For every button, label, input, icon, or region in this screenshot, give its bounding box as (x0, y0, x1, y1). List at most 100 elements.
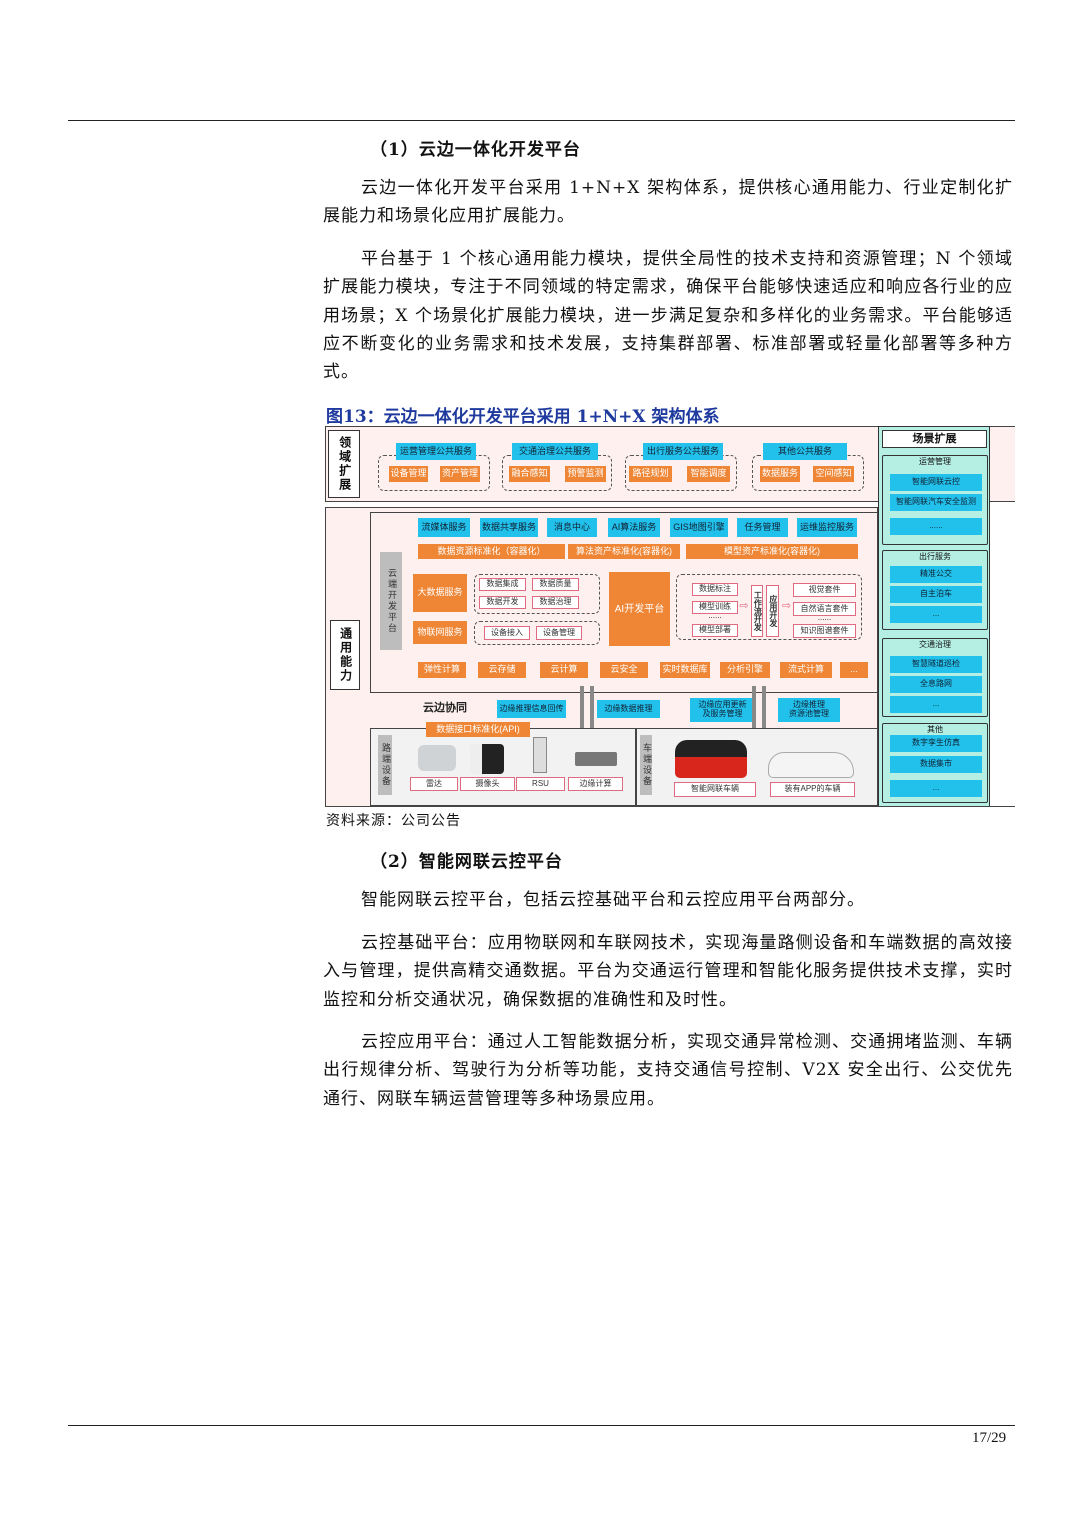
scene-item: 自主泊车 (890, 586, 982, 603)
infra-box: 云存储 (478, 662, 526, 678)
bigdata-group (474, 574, 600, 614)
workflow-dev: 工作流开发 (751, 585, 763, 637)
edge-item: 边缘推理 资源池管理 (778, 698, 840, 722)
scene-item: 全息路网 (890, 676, 982, 693)
bigdata-item: 数据集成 (479, 578, 526, 591)
up-arrow-icon (752, 686, 756, 728)
service-box: 数据共享服务 (480, 518, 538, 537)
bigdata-item: 数据质量 (532, 578, 579, 591)
scene-item: 精准公交 (890, 566, 982, 583)
page-number: 17/29 (972, 1430, 1007, 1446)
section-heading: （2）智能网联云控平台 (370, 852, 563, 872)
cloud-platform-label: 云端开发平台 (380, 552, 402, 650)
edge-collab-label: 云边协同 (423, 701, 467, 714)
domain-label: 领域扩展 (328, 430, 360, 498)
app-dev: 应用开发 (766, 585, 779, 637)
ai-dev-platform: AI开发平台 (609, 572, 670, 646)
edge-computer-image (575, 752, 617, 766)
vehicle-device: 智能网联车辆 (674, 782, 756, 797)
infra-box: 云安全 (600, 662, 648, 678)
domain-item: 预警监测 (565, 466, 606, 482)
standard-box: 数据资源标准化（容器化） (418, 544, 565, 559)
paragraph: 云控基础平台：应用物联网和车联网技术，实现海量路侧设备和车端数据的高效接入与管理… (323, 933, 1013, 1010)
ai-group (676, 574, 862, 640)
infra-box: ... (840, 662, 868, 678)
domain-item: 数据服务 (760, 466, 800, 482)
standard-box: 模型资产标准化(容器化) (686, 544, 858, 559)
domain-item: 空间感知 (813, 466, 854, 482)
roadside-device: 雷达 (410, 777, 458, 791)
paragraph: 智能网联云控平台，包括云控基础平台和云控应用平台两部分。 (361, 890, 865, 910)
roadside-device: RSU (516, 777, 565, 791)
domain-item: 设备管理 (389, 466, 428, 482)
down-arrow-icon (762, 686, 766, 734)
scene-item: 智能网联云控 (890, 474, 982, 491)
roadside-device: 摄像头 (460, 777, 515, 791)
iot-item: 设备接入 (484, 626, 530, 640)
edge-item: 边缘数据推理 (597, 700, 660, 718)
scene-item: ... (890, 696, 982, 713)
diagram-bottom-rule (325, 806, 1015, 807)
edge-item: 边缘应用更新 及服务管理 (690, 698, 755, 722)
ai-item: 数据标注 (692, 583, 738, 596)
iot-group (474, 621, 600, 645)
scene-item: 智能网联汽车安全监测 (890, 494, 982, 511)
bigdata-item: 数据开发 (479, 596, 526, 609)
paragraph: 云边一体化开发平台采用 1+N+X 架构体系，提供核心通用能力、行业定制化扩展能… (323, 178, 1013, 227)
ai-kit: ...... (817, 612, 832, 622)
roadside-device: 边缘计算 (568, 777, 623, 791)
ai-item: 模型部署 (692, 624, 738, 637)
scene-item: ... (890, 606, 982, 623)
vehicle-device: 装有APP的车辆 (770, 782, 855, 797)
ai-kit: 知识图谱套件 (793, 624, 856, 638)
ai-kit: 视觉套件 (793, 583, 856, 597)
iot-service: 物联网服务 (413, 621, 467, 644)
ai-kit: 自然语言套件 (793, 602, 856, 616)
service-box: GIS地图引擎 (670, 518, 728, 537)
service-box: 消息中心 (547, 518, 597, 537)
bigdata-service: 大数据服务 (413, 574, 467, 612)
infra-box: 分析引擎 (720, 662, 770, 678)
footer-rule (68, 1425, 1015, 1426)
roadside-label: 路端设备 (378, 735, 392, 795)
header-rule (68, 120, 1015, 121)
paragraph: 平台基于 1 个核心通用能力模块，提供全局性的技术支持和资源管理；N 个领域扩展… (323, 249, 1013, 383)
service-box: 任务管理 (737, 518, 788, 537)
car-image (768, 752, 854, 778)
section-heading: （1）云边一体化开发平台 (370, 140, 581, 160)
infra-box: 弹性计算 (418, 662, 466, 678)
domain-group-title: 交通治理公共服务 (512, 443, 598, 460)
general-label: 通用能力 (330, 620, 360, 690)
down-arrow-icon (590, 686, 594, 734)
arrow-icon: ⇨ (781, 599, 792, 612)
paragraph: 云控应用平台：通过人工智能数据分析，实现交通异常检测、交通拥堵监测、车辆出行规律… (323, 1032, 1013, 1109)
domain-group-title: 出行服务公共服务 (643, 443, 723, 460)
camera-image (470, 744, 504, 774)
infra-box: 流式计算 (780, 662, 832, 678)
bigdata-item: 数据治理 (532, 596, 579, 609)
domain-item: 融合感知 (509, 466, 550, 482)
ai-item: ...... (708, 610, 722, 620)
ai-item: 模型训练 (692, 601, 738, 614)
scene-item: ... (890, 780, 982, 797)
infra-box: 实时数据库 (660, 662, 710, 678)
domain-group-title: 运营管理公共服务 (396, 443, 476, 460)
scene-label: 场景扩展 (882, 430, 987, 448)
domain-item: 资产管理 (440, 466, 480, 482)
domain-item: 路径规划 (629, 466, 672, 482)
service-box: AI算法服务 (608, 518, 660, 537)
scene-item: 数字孪生仿真 (890, 735, 982, 752)
arrow-icon: ⇨ (739, 599, 749, 612)
infra-box: 云计算 (540, 662, 588, 678)
radar-image (418, 745, 456, 771)
scene-item: ...... (890, 518, 982, 535)
figure-source: 资料来源：公司公告 (326, 813, 461, 829)
edge-item: 边缘推理信息回传 (497, 700, 566, 718)
iot-item: 设备管理 (536, 626, 582, 640)
scene-item: 智慧隧道巡检 (890, 656, 982, 673)
domain-item: 智能调度 (687, 466, 730, 482)
rsu-image (533, 737, 547, 773)
up-arrow-icon (580, 686, 584, 728)
standard-box: 算法资产标准化(容器化) (568, 544, 680, 559)
service-box: 运维监控服务 (797, 518, 857, 537)
